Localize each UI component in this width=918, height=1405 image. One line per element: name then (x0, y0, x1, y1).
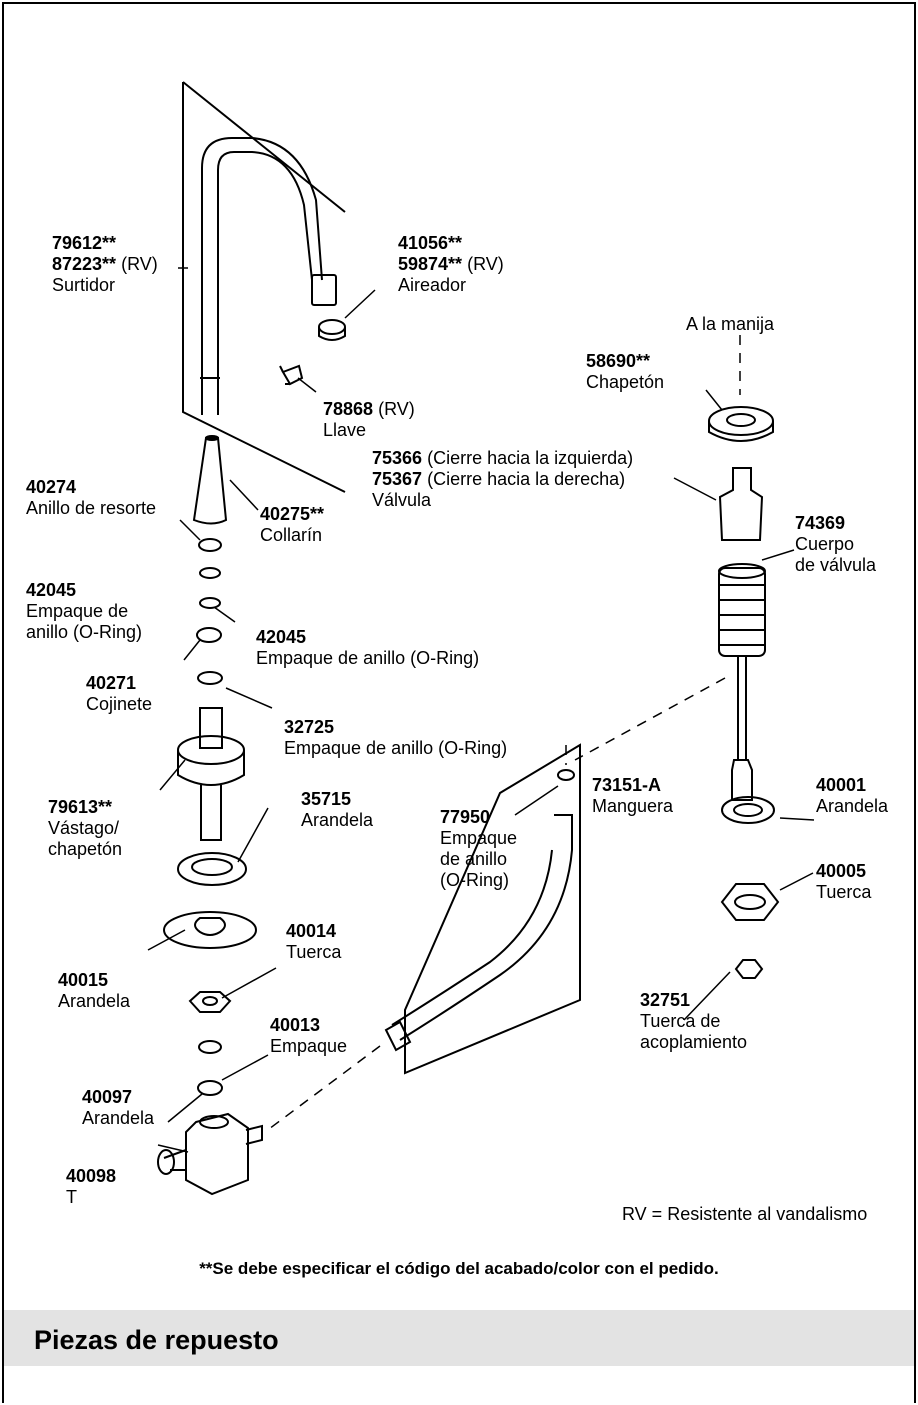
aerator-label: 41056** 59874** (RV) Aireador (398, 233, 504, 295)
hose-label: 73151-A Manguera (592, 775, 674, 816)
handle-note: A la manija (686, 314, 775, 334)
stem-thread-illustration (200, 785, 222, 841)
collar-label: 40275** Collarín (260, 504, 325, 545)
finish-note: **Se debe especificar el código del acab… (199, 1259, 719, 1278)
valve-body-label: 74369 Cuerpo de válvula (795, 513, 877, 575)
oring-77950-illustration (557, 769, 575, 781)
coupling-nut-illustration (734, 959, 764, 979)
spout-label: 79612** 87223** (RV) Surtidor (52, 233, 158, 295)
nut-40014-illustration (188, 991, 232, 1013)
spout-tip (311, 274, 337, 306)
oring-a-illustration (199, 567, 221, 579)
oring-b-label: 42045 Empaque de anillo (O-Ring) (256, 627, 480, 668)
washer-35715-label: 35715 Arandela (301, 789, 374, 830)
stem-top-illustration (199, 707, 223, 749)
valve-label: 75366 (Cierre hacia la izquierda) 75367 … (372, 448, 634, 510)
escutcheon-label: 58690** Chapetón (586, 351, 665, 392)
washer-40097-label: 40097 Arandela (82, 1087, 155, 1128)
washer-35715-illustration (177, 852, 247, 886)
escutcheon-58690-illustration (708, 406, 774, 436)
oring-c-illustration (197, 671, 223, 685)
washer-40097-illustration (197, 1080, 223, 1096)
hose-illustration (391, 814, 573, 1041)
bearing-illustration (196, 627, 222, 643)
stem-flange-illustration (177, 735, 245, 765)
rv-legend: RV = Resistente al vandalismo (622, 1204, 868, 1224)
spring-ring-illustration (198, 538, 222, 552)
valve-illustration (718, 467, 764, 541)
nut-40005-label: 40005 Tuerca (816, 861, 872, 902)
hose-box-outline (404, 743, 581, 1075)
key-label: 78868 (RV) Llave (323, 399, 415, 440)
gasket-40013-illustration (198, 1040, 222, 1054)
washer-40015-illustration (163, 911, 257, 949)
stem-label: 79613** Vástago/ chapetón (48, 797, 123, 859)
coupling-nut-label: 32751 Tuerca de acoplamiento (640, 990, 748, 1052)
gasket-label: 40013 Empaque (270, 1015, 348, 1056)
oring-a-label: 42045 Empaque de anillo (O-Ring) (26, 580, 143, 642)
nut-40005-illustration (720, 883, 780, 921)
dashed-hose-to-tee (264, 1045, 381, 1133)
washer-40001-illustration (721, 796, 775, 824)
spout-box-outline (182, 81, 346, 493)
dashed-valve-to-hose (574, 677, 726, 761)
washer-40015-label: 40015 Arandela (58, 970, 131, 1011)
nut-40014-label: 40014 Tuerca (286, 921, 342, 962)
collar-illustration (192, 437, 228, 525)
key-illustration (281, 364, 304, 386)
spring-ring-label: 40274 Anillo de resorte (26, 477, 157, 518)
tee-illustration (185, 1112, 249, 1196)
washer-40001-label: 40001 Arandela (816, 775, 889, 816)
spout-illustration (201, 137, 323, 415)
valve-body-illustration (718, 567, 766, 657)
oring-b-illustration (199, 597, 221, 609)
section-title: Piezas de repuesto (34, 1325, 279, 1355)
aerator-illustration (318, 319, 346, 335)
leader-lines (147, 267, 815, 1153)
oring-c-label: 32725 Empaque de anillo (O-Ring) (284, 717, 508, 758)
section-header-band (4, 1310, 914, 1366)
bearing-label: 40271 Cojinete (86, 673, 153, 714)
oring-77950-label: 77950 Empaque de anillo (O-Ring) (440, 807, 518, 890)
tee-label: 40098 T (66, 1166, 117, 1207)
